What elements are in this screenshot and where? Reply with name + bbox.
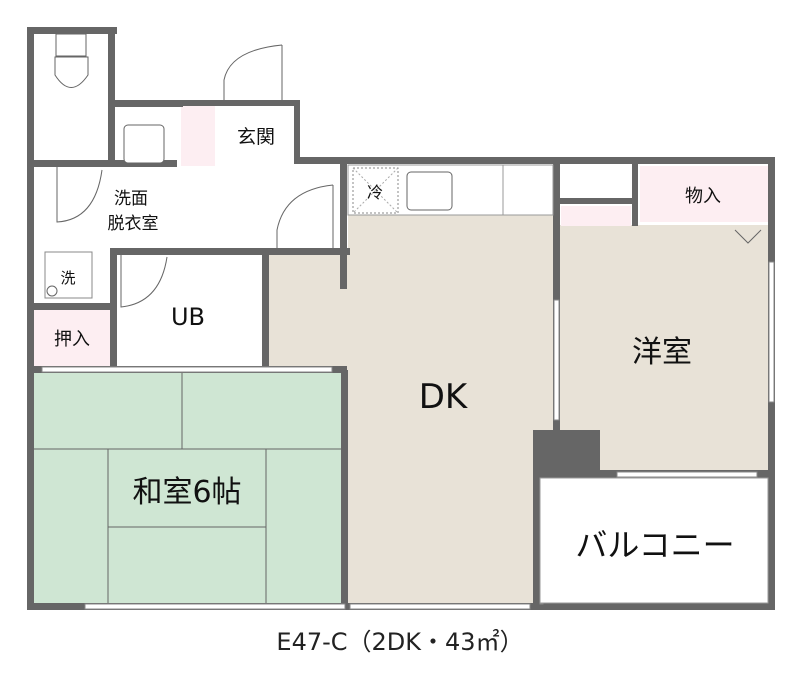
label-washroom-2: 脱衣室 [108, 214, 159, 234]
storage-closet [640, 166, 768, 222]
dk-floor [348, 165, 555, 605]
kitchen-sink-icon [406, 171, 453, 211]
washer-box [44, 251, 93, 299]
closet-left [34, 310, 110, 366]
floor-plan-caption: E47-C（2DK・43㎡） [276, 628, 524, 656]
closet-strip [561, 206, 631, 226]
tatami-floor [34, 372, 346, 605]
toilet-icon [54, 33, 89, 88]
label-dk: DK [419, 377, 469, 417]
label-western: 洋室 [632, 335, 692, 370]
entrance-strip [181, 106, 215, 166]
balcony-floor [539, 477, 769, 604]
label-washroom-1: 洗面 [114, 189, 148, 209]
doors [56, 44, 762, 308]
label-washer: 洗 [60, 269, 75, 287]
label-entrance: 玄関 [237, 126, 275, 148]
label-japanese: 和室6帖 [132, 475, 241, 510]
tatami-mats [34, 372, 346, 605]
dk-floor-lower [268, 252, 350, 372]
sink-icon [123, 124, 165, 164]
label-fridge: 冷 [367, 183, 383, 202]
label-bath: UB [171, 303, 205, 331]
drain-icon [46, 285, 58, 297]
label-balcony: バルコニー [575, 526, 734, 564]
label-closet-left: 押入 [54, 329, 90, 350]
label-storage: 物入 [685, 186, 721, 207]
